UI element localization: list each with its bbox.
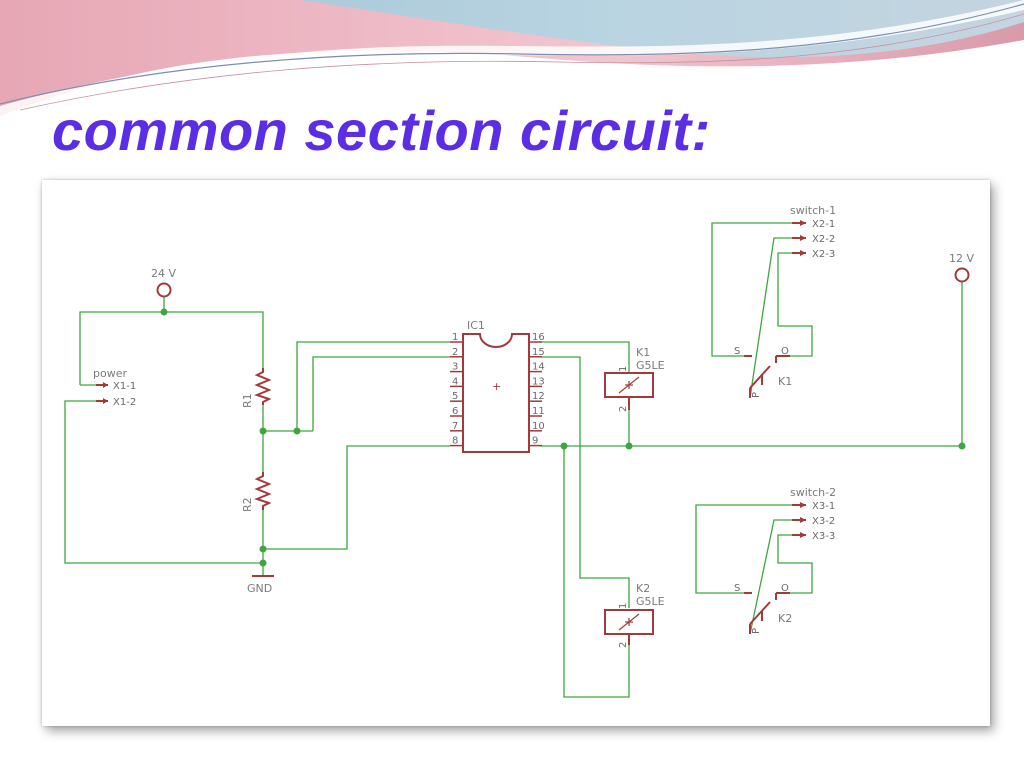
circuit-schematic: 24 V 12 V GND power X1-1 X1-2 R1 R2 IC1 …	[64, 204, 974, 698]
ic1-pin-label: 14	[532, 362, 545, 373]
ic1-pin-label: 16	[532, 332, 545, 343]
ic1-label: IC1	[467, 319, 485, 332]
wire-sw2-x3-1	[695, 504, 792, 594]
relay-k1: K1 G5LE 1 2	[604, 346, 665, 412]
switch-2-label: switch-2	[790, 486, 836, 499]
wire-sw1-x2-2	[749, 237, 792, 399]
supply-12v-label: 12 V	[949, 252, 974, 265]
ic1-center-mark: +	[492, 380, 501, 393]
wave-blue	[300, 0, 1024, 58]
switch-1-pin-2: X2-2	[812, 234, 835, 245]
switch-1-contact-s: S	[734, 346, 740, 357]
junction-rail-12v	[958, 442, 966, 450]
ic1-pin-label: 4	[452, 376, 458, 387]
ic1-pin-label: 2	[452, 347, 458, 358]
switch-1-relay: K1	[778, 375, 792, 388]
relay-k2: K2 G5LE 1 2	[604, 582, 665, 648]
junction-gnd-ic	[259, 545, 267, 553]
switch-1-pin-1: X2-1	[812, 219, 835, 230]
switch-1-contact-o: O	[781, 346, 789, 357]
switch-2-pin-3: X3-3	[812, 531, 835, 542]
junction-rail-k2	[560, 442, 568, 450]
switch-2: switch-2 X3-1 X3-2 X3-3 S O P K2	[734, 486, 836, 634]
ic1-pin-label: 11	[532, 406, 545, 417]
supply-24v: 24 V	[151, 267, 176, 298]
wire-ic-pin2	[312, 356, 450, 431]
relay-k1-name: K1	[636, 346, 650, 359]
relay-k2-pin1: 1	[618, 603, 629, 609]
junction-24v	[160, 308, 168, 316]
relay-k2-name: K2	[636, 582, 650, 595]
wire-sw1-x2-3	[777, 252, 813, 357]
wave-line-2	[19, 13, 1024, 111]
power-connector-label: power	[93, 367, 127, 380]
relay-k1-pin2: 2	[618, 406, 629, 412]
junctions	[160, 308, 966, 567]
junction-pin1	[293, 427, 301, 435]
relay-k1-part: G5LE	[636, 359, 665, 372]
resistor-r2-label: R2	[241, 497, 254, 512]
switch-1-pin-3: X2-3	[812, 249, 835, 260]
resistor-r1: R1	[241, 368, 272, 408]
switch-2-contact-p: P	[751, 628, 762, 634]
wire-k2-pin2	[563, 446, 630, 698]
relay-k1-pin1: 1	[618, 366, 629, 372]
wires	[64, 222, 963, 698]
switch-1: switch-1 X2-1 X2-2 X2-3 S O P K1	[734, 204, 836, 398]
ic1-pin-label: 3	[452, 362, 458, 373]
ic1-pin-label: 10	[532, 421, 545, 432]
ic1-pin-label: 9	[532, 436, 538, 447]
resistor-r2: R2	[241, 472, 272, 512]
ic1-pin-label: 1	[452, 332, 458, 343]
wire-x1-2-loop	[64, 400, 263, 564]
wire-ic-pin1	[296, 341, 450, 431]
switch-2-pin-1: X3-1	[812, 501, 835, 512]
junction-gnd	[259, 559, 267, 567]
switch-1-contact-p: P	[751, 392, 762, 398]
wire-ic-pin15	[540, 356, 630, 608]
supply-24v-terminal	[156, 282, 172, 298]
pin-x1-2: X1-2	[113, 397, 136, 408]
relay-k2-pin2: 2	[618, 642, 629, 648]
ic1-pin-label: 8	[452, 436, 458, 447]
supply-24v-label: 24 V	[151, 267, 176, 280]
slide-title: common section circuit:	[52, 99, 711, 162]
wire-sw2-x3-2	[749, 519, 792, 635]
ic1-pin-label: 7	[452, 421, 458, 432]
wire-sw2-x3-3	[777, 534, 813, 594]
power-connector: power X1-1 X1-2	[93, 367, 136, 408]
ground-label: GND	[247, 582, 272, 595]
wire-ic-pin8	[263, 445, 450, 550]
ic1-pin-label: 15	[532, 347, 545, 358]
switch-2-pin-2: X3-2	[812, 516, 835, 527]
ground-symbol: GND	[247, 575, 274, 595]
wire-top-rail	[79, 311, 264, 385]
ic1-body	[462, 333, 530, 453]
relay-k2-part: G5LE	[636, 595, 665, 608]
ic1-pin-label: 5	[452, 391, 458, 402]
junction-divider	[259, 427, 267, 435]
wire-ic-pin16	[540, 341, 630, 373]
ic1-pin-label: 12	[532, 391, 545, 402]
schematic-frame: 24 V 12 V GND power X1-1 X1-2 R1 R2 IC1 …	[42, 180, 990, 726]
wave-line	[0, 3, 1024, 105]
switch-2-relay: K2	[778, 612, 792, 625]
resistor-r1-label: R1	[241, 393, 254, 408]
pin-x1-1: X1-1	[113, 381, 136, 392]
ic1-pin-label: 6	[452, 406, 458, 417]
switch-2-contact-s: S	[734, 583, 740, 594]
supply-12v: 12 V	[949, 252, 974, 283]
switch-2-contact-o: O	[781, 583, 789, 594]
wire-sw1-x2-1	[711, 222, 792, 357]
ic1-pin-label: 13	[532, 376, 545, 387]
supply-12v-terminal	[954, 267, 970, 283]
junction-rail-k1	[625, 442, 633, 450]
switch-1-label: switch-1	[790, 204, 836, 217]
